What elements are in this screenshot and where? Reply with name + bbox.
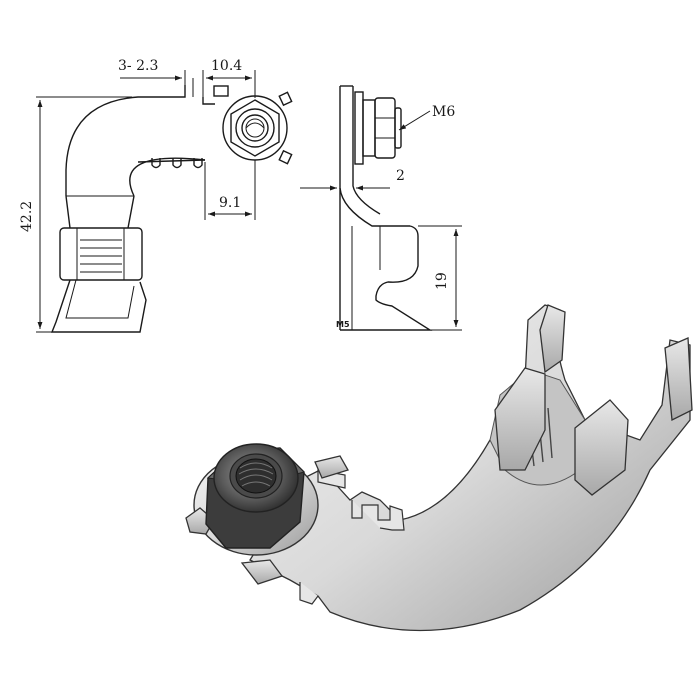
- side-view: M5: [300, 85, 462, 331]
- dim-height-total: 42.2: [19, 201, 35, 232]
- dim-slot-count: 3- 2.3: [118, 58, 158, 74]
- dim-height-crimp: 19: [434, 272, 450, 290]
- nut-thread: [238, 462, 274, 487]
- dim-thickness: 2: [396, 168, 405, 184]
- dim-offset-bottom: 9.1: [219, 195, 241, 211]
- isometric-render: [185, 304, 693, 632]
- side-mark-label: M5: [336, 320, 350, 329]
- front-view: [36, 70, 293, 333]
- dim-width-top: 10.4: [211, 58, 242, 74]
- dim-thread: M6: [432, 104, 455, 120]
